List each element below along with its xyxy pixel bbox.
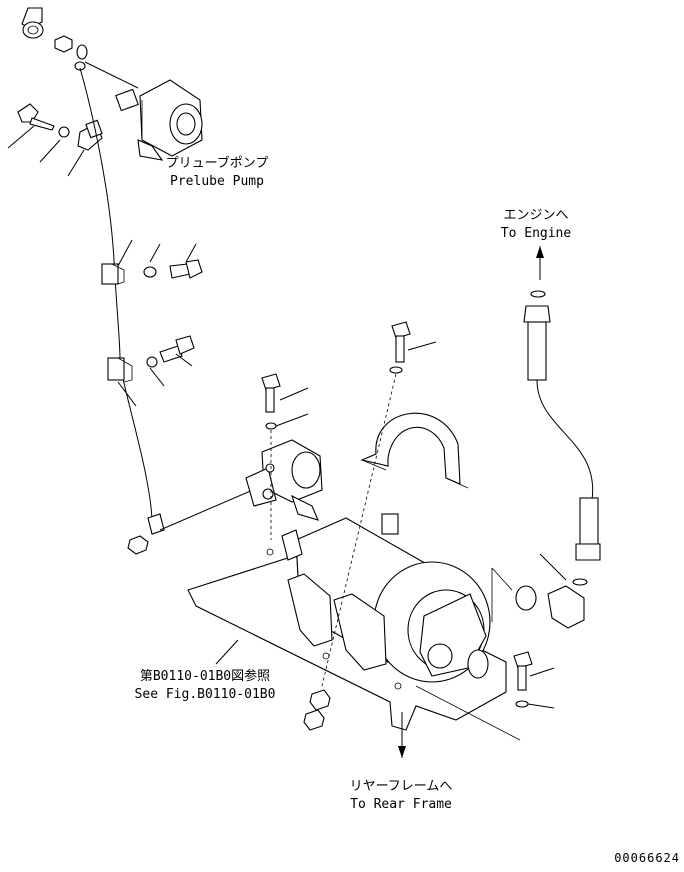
drawing-number: 00066624 [614, 851, 680, 865]
bolt-left-top [17, 103, 103, 151]
see-fig-label-jp: 第B0110-01B0図参照 [139, 669, 271, 684]
to-rear-frame-label-jp: リヤーフレームへ [349, 779, 453, 794]
strap-bolt [389, 321, 411, 374]
cable-clip-2 [107, 335, 195, 383]
prelube-pump-component [115, 79, 203, 161]
switch-bolt [261, 373, 281, 430]
to-engine-label-en: To Engine [500, 226, 572, 241]
bolt-bottom-right [513, 651, 533, 708]
cable-clip-1 [101, 259, 203, 285]
magnetic-switch [245, 439, 323, 521]
prelube-pump-label-jp: プリューブポンプ [165, 156, 269, 171]
to-engine-label-jp: エンジンへ [503, 208, 569, 223]
to-rear-frame-label-en: To Rear Frame [350, 797, 452, 812]
elbow-fitting-top [21, 7, 44, 39]
prelube-pump-label-en: Prelube Pump [170, 174, 264, 189]
nut-top [54, 35, 88, 71]
cable-terminal [127, 513, 165, 555]
u-strap [360, 412, 469, 489]
hose-to-engine [515, 305, 601, 629]
nuts-bottom [303, 689, 331, 731]
motor-brackets [281, 529, 387, 671]
see-fig-label-en: See Fig.B0110-01B0 [134, 687, 276, 702]
